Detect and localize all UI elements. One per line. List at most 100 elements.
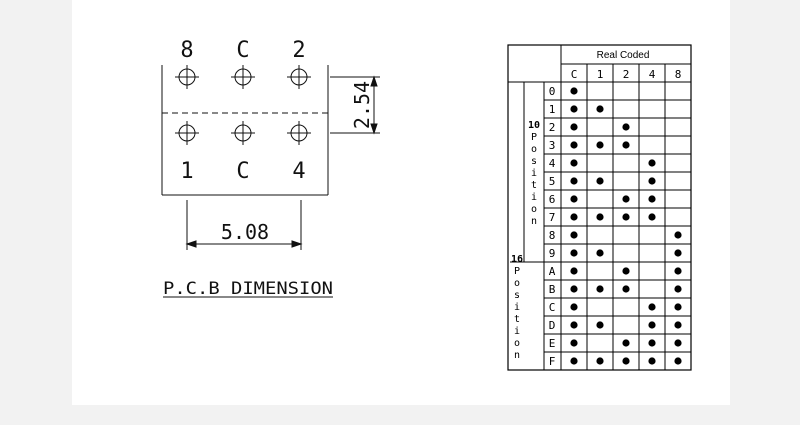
code-dot xyxy=(596,321,604,329)
group16-label-letter: P xyxy=(514,266,520,277)
row-label: 1 xyxy=(549,103,556,116)
code-dot xyxy=(622,141,630,149)
code-dot xyxy=(570,285,578,293)
pin-label-bottom-left: 1 xyxy=(180,159,193,184)
code-dot xyxy=(622,357,630,365)
code-dot xyxy=(570,303,578,311)
column-header: 1 xyxy=(597,68,604,81)
group10-label-letter: o xyxy=(531,144,537,155)
code-dot xyxy=(648,357,656,365)
group16-label-letter: i xyxy=(514,302,520,313)
group10-label-letter: n xyxy=(531,216,537,227)
code-dot xyxy=(622,195,630,203)
pin-holes xyxy=(175,65,311,145)
row-label: E xyxy=(549,337,556,350)
pcb-footprint xyxy=(161,65,380,298)
pin-hole-icon xyxy=(287,65,311,89)
pin-label-top-left: 8 xyxy=(180,38,193,63)
row-label: B xyxy=(549,283,556,296)
code-dot xyxy=(570,123,578,131)
row-label: 0 xyxy=(549,85,556,98)
code-dot xyxy=(622,213,630,221)
pin-hole-icon xyxy=(287,121,311,145)
pin-label-top-center: C xyxy=(236,38,249,63)
code-dot xyxy=(570,105,578,113)
row-label: A xyxy=(549,265,556,278)
pin-hole-icon xyxy=(231,65,255,89)
row-label: 9 xyxy=(549,247,556,260)
group16-label-letter: o xyxy=(514,338,520,349)
row-label: 3 xyxy=(549,139,556,152)
column-header: 4 xyxy=(649,68,656,81)
group10-label-letter: i xyxy=(531,192,537,203)
code-dot xyxy=(648,213,656,221)
code-dot xyxy=(596,249,604,257)
code-dot xyxy=(570,321,578,329)
code-dot xyxy=(674,267,682,275)
code-dot xyxy=(674,231,682,239)
column-header: 2 xyxy=(623,68,630,81)
code-dot xyxy=(648,177,656,185)
dimension-horizontal: 5.08 xyxy=(221,220,269,244)
code-dot xyxy=(596,105,604,113)
group10-label-letter: t xyxy=(531,180,537,191)
pin-label-bottom-center: C xyxy=(236,159,249,184)
row-label: 7 xyxy=(549,211,556,224)
row-label: C xyxy=(549,301,556,314)
row-label: D xyxy=(549,319,556,332)
code-dot xyxy=(596,177,604,185)
pcb-caption: P.C.B DIMENSION xyxy=(163,279,333,299)
dim-arrow-right xyxy=(291,240,303,248)
row-label: 6 xyxy=(549,193,556,206)
pin-label-top-right: 2 xyxy=(292,38,305,63)
code-dot xyxy=(570,141,578,149)
code-dot xyxy=(674,339,682,347)
code-dot xyxy=(674,321,682,329)
code-dot xyxy=(596,213,604,221)
code-dot xyxy=(648,339,656,347)
code-dot xyxy=(648,303,656,311)
code-dot xyxy=(570,357,578,365)
pin-label-bottom-right: 4 xyxy=(292,159,305,184)
group16-label-number: 16 xyxy=(511,254,523,265)
code-dot xyxy=(674,357,682,365)
group16-label-letter: s xyxy=(514,290,520,301)
row-label: 5 xyxy=(549,175,556,188)
dim-arrow-down xyxy=(370,123,378,135)
code-dot xyxy=(596,285,604,293)
group10-label-letter: P xyxy=(531,132,537,143)
code-dot xyxy=(570,195,578,203)
dim-arrow-left xyxy=(185,240,197,248)
code-dot xyxy=(622,285,630,293)
table-header-title: Real Coded xyxy=(597,50,650,61)
code-dot xyxy=(570,177,578,185)
row-label: F xyxy=(549,355,556,368)
code-table xyxy=(507,44,692,371)
code-dot xyxy=(570,87,578,95)
code-dot xyxy=(674,303,682,311)
code-dot xyxy=(596,141,604,149)
pin-hole-icon xyxy=(175,65,199,89)
code-dot xyxy=(622,267,630,275)
dim-arrow-up xyxy=(370,75,378,87)
code-dot xyxy=(648,159,656,167)
group10-label-letter: i xyxy=(531,168,537,179)
group10-label-letter: o xyxy=(531,204,537,215)
code-dot xyxy=(596,357,604,365)
drawing-sheet xyxy=(72,0,730,405)
code-dot xyxy=(648,321,656,329)
code-dot xyxy=(622,339,630,347)
code-dot xyxy=(570,231,578,239)
code-dot xyxy=(570,249,578,257)
code-dot xyxy=(570,339,578,347)
group16-label-letter: n xyxy=(514,350,520,361)
group16-label-letter: i xyxy=(514,326,520,337)
column-header: 8 xyxy=(675,68,682,81)
group16-label-letter: t xyxy=(514,314,520,325)
pin-hole-icon xyxy=(231,121,255,145)
code-dot xyxy=(570,159,578,167)
code-dot xyxy=(622,123,630,131)
code-dot xyxy=(570,213,578,221)
